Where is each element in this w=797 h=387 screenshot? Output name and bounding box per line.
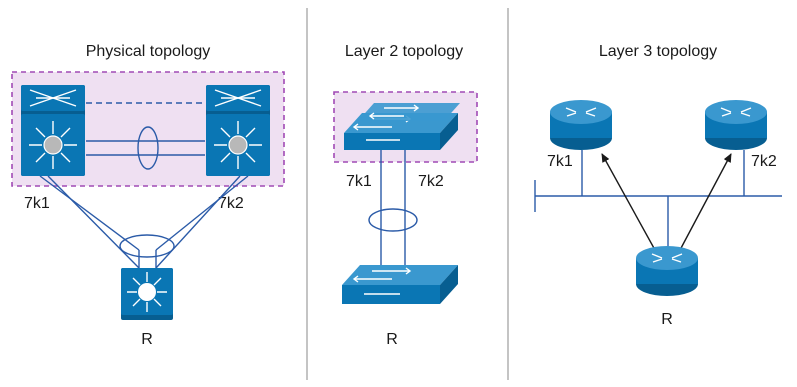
layer2-topology-title: Layer 2 topology — [345, 43, 463, 60]
layer2-node-7k2-label: 7k2 — [418, 173, 444, 190]
router-icon — [550, 100, 612, 150]
router-icon — [705, 100, 767, 150]
multilayer-switch-icon — [121, 268, 173, 320]
layer3-node-7k1-label: 7k1 — [547, 153, 573, 170]
layer2-topology-panel: Layer 2 topology 7k1 7k2 R — [333, 43, 478, 348]
router-icon — [636, 246, 698, 296]
physical-node-r-label: R — [141, 331, 153, 348]
workgroup-switch-icon — [342, 265, 458, 304]
physical-peer-link-bundle — [137, 126, 159, 170]
physical-node-7k2-label: 7k2 — [218, 195, 244, 212]
layer3-arrow-to-7k1 — [601, 153, 656, 251]
nexus-switch-icon — [206, 85, 270, 176]
physical-node-7k1-label: 7k1 — [24, 195, 50, 212]
physical-uplink-7k1-a — [39, 175, 140, 251]
physical-topology-title: Physical topology — [86, 43, 211, 60]
layer3-topology-title: Layer 3 topology — [599, 43, 717, 60]
physical-uplink-bundle — [119, 234, 175, 258]
layer2-node-7k1-label: 7k1 — [346, 173, 372, 190]
layer3-node-7k2-label: 7k2 — [751, 153, 777, 170]
physical-uplink-7k2-b — [155, 175, 241, 269]
layer3-topology-panel: Layer 3 topology 7k1 7k2 — [534, 43, 782, 328]
physical-uplink-7k2-a — [155, 175, 249, 251]
physical-uplink-7k1-b — [47, 175, 140, 269]
layer3-node-r-label: R — [661, 311, 673, 328]
layer2-link-bundle — [368, 208, 418, 232]
nexus-switch-icon — [21, 85, 85, 176]
physical-topology-panel: Physical topology 7k1 7k2 — [11, 43, 285, 348]
layer3-arrow-to-7k2 — [679, 153, 732, 251]
workgroup-switch-icon — [358, 103, 460, 121]
layer2-node-r-label: R — [386, 331, 398, 348]
